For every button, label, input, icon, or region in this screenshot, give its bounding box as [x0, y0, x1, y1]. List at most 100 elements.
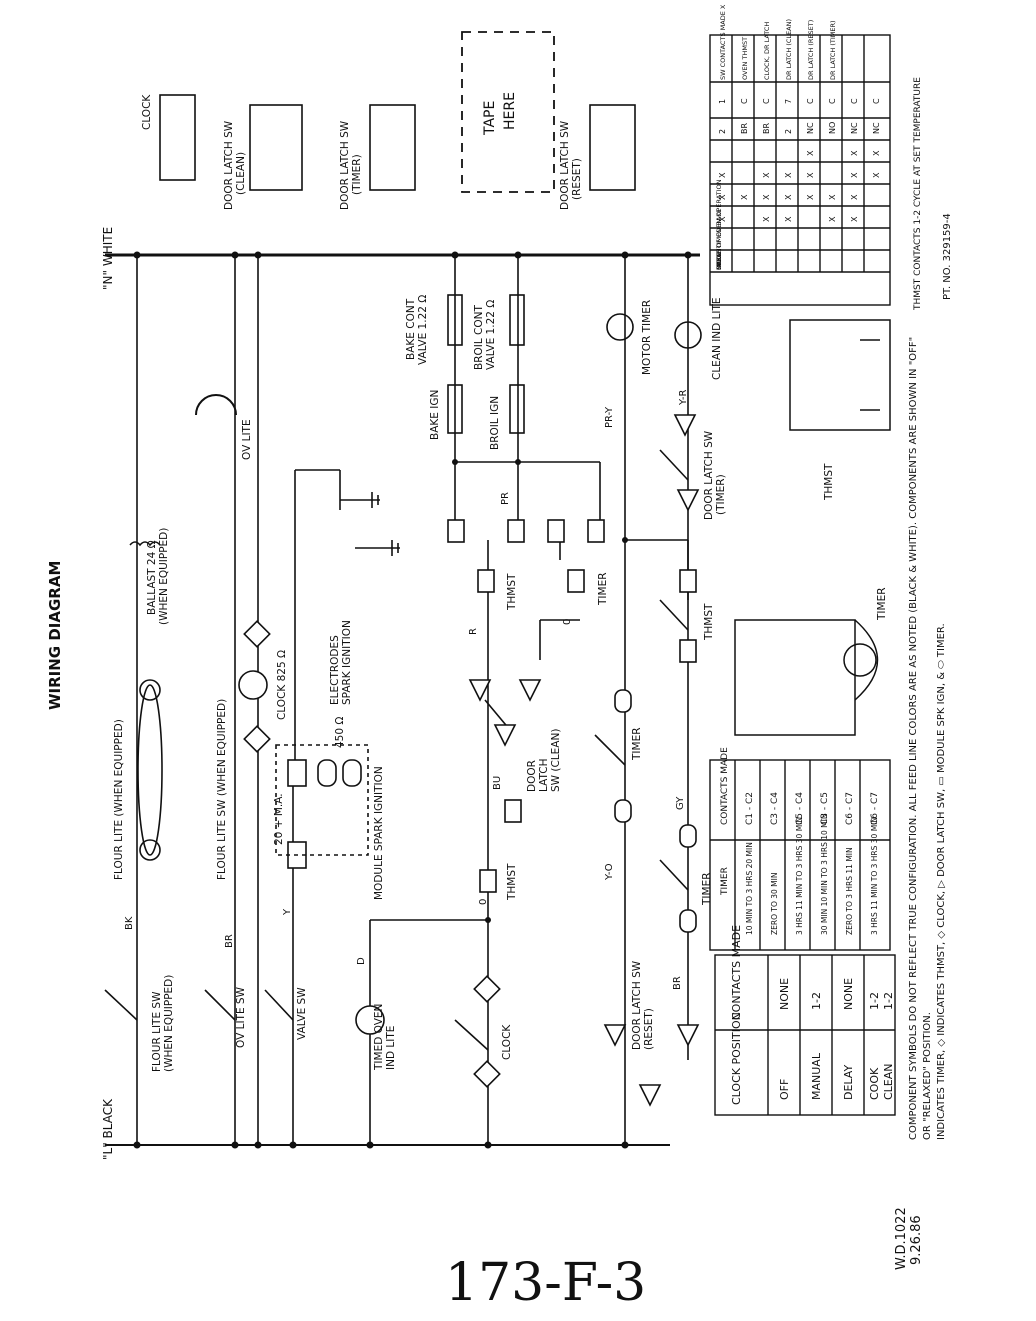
clean-ind-lite-label: CLEAN IND LITE — [711, 297, 723, 380]
thmst1-label: THMST — [506, 863, 518, 901]
door-latch-timer-switch — [659, 449, 689, 481]
sw-table-subheader: C — [762, 98, 771, 104]
tape-here-box — [461, 31, 555, 193]
timer-row2-contacts: C3 - C4 — [770, 792, 780, 825]
wire-0: 0 — [478, 899, 489, 905]
valve-switch — [264, 989, 294, 1021]
rails — [105, 253, 700, 1146]
sw-table-cell: X — [762, 194, 771, 200]
timer-row6-time: 3 HRS 11 MIN TO 3 HRS 30 MIN — [870, 817, 879, 935]
l-rail-label: "L" BLACK — [101, 1098, 115, 1160]
sw-table-cell: X — [718, 172, 727, 178]
sw-table-subheader: C — [740, 98, 749, 104]
note-3: INDICATES TIMER, ◇ INDICATES THMST, ◇ CL… — [936, 623, 947, 1140]
module-spark-label: MODULE SPARK IGNITION — [373, 766, 385, 900]
sw-table-header: CLOCK, DR LATCH — [763, 22, 771, 80]
door-latch-clean-top-2: (CLEAN) — [235, 152, 247, 195]
clock-table-grid — [714, 954, 896, 1116]
wire-r: R — [468, 628, 479, 635]
sw-table-cell: BR — [762, 123, 771, 134]
bake-valve-label-2: VALVE 1.22 Ω — [417, 295, 429, 365]
timer-c3-label: TIMER — [597, 573, 609, 607]
timed-oven-label: TIMED OVEN — [373, 1004, 385, 1071]
door-latch-clean-label: DOOR — [526, 760, 538, 792]
note-1: COMPONENT SYMBOLS DO NOT REFLECT TRUE CO… — [908, 337, 919, 1140]
sw-table-cell: X — [718, 216, 727, 222]
sw-table-subheader: C — [828, 98, 837, 104]
clock-delay-contacts: NONE — [842, 978, 855, 1010]
sw-table-cell: BROIL TIMED BAKE — [715, 208, 723, 270]
sw-table-cell: NC — [872, 122, 881, 134]
sw-table-cell: X — [828, 216, 837, 222]
clock-cook-contacts: 1-2 — [868, 992, 881, 1010]
ov-lite-sw-label: OV LITE SW — [235, 986, 247, 1048]
clock-contacts — [243, 620, 501, 1088]
timer-table-grid — [709, 759, 891, 951]
timer-c1-label: TIMER — [631, 728, 643, 762]
tape-label-2: HERE — [502, 92, 518, 130]
broil-valve-label: BROIL CONT — [473, 305, 485, 370]
valve-sw-label: VALVE SW — [296, 987, 308, 1040]
thmst-switch — [659, 599, 689, 631]
timer-block-label: TIMER — [876, 588, 888, 622]
note-2: OR "RELAXED" POSITION. — [922, 1012, 933, 1140]
wd-date: 9.26.86 — [909, 1215, 924, 1265]
clock-table-text: CLOCK POSITION CONTACTS MADE OFF NONE MA… — [730, 925, 895, 1105]
thmst-block-label: THMST — [823, 463, 835, 501]
wire-gy: GY — [675, 796, 686, 810]
sw-table-cell: X — [872, 172, 881, 178]
wire-pry: PR-Y — [604, 406, 615, 428]
timer-row5-time: ZERO TO 3 HRS 11 MIN — [845, 847, 854, 935]
wire-0-2: 0 — [562, 619, 573, 625]
nodes — [133, 251, 692, 1149]
control-boxes — [447, 414, 700, 1107]
sw-table-subheader: 7 — [784, 99, 793, 104]
sw-table-cell: NO — [828, 122, 837, 134]
ma-label: 20 + M.A. — [273, 793, 285, 845]
floor-lite-sw-label: FLOUR LITE SW — [151, 991, 163, 1072]
timer-table-text: TIMER CONTACTS MADE 10 MIN TO 3 HRS 20 M… — [720, 747, 880, 935]
clock-cook: COOK — [868, 1067, 881, 1100]
sw-table-cell: X — [784, 194, 793, 200]
floor-lite-switch — [104, 989, 138, 1021]
timer-contacts-header: CONTACTS MADE — [720, 747, 730, 825]
electrodes-label-2: SPARK IGNITION — [341, 620, 353, 705]
wire-y: Y — [282, 908, 293, 916]
door-latch-timer-top-2: (TIMER) — [351, 154, 363, 195]
sw-table-cell: NC — [850, 122, 859, 134]
timer-c6-switch — [659, 859, 689, 891]
timed-oven-label-2: IND LITE — [385, 1026, 397, 1070]
clock-off: OFF — [778, 1079, 791, 1100]
r450-label: 450 Ω — [334, 717, 346, 748]
sw-table-cell: X — [762, 172, 771, 178]
timer-row5-contacts: C6 - C7 — [845, 792, 855, 825]
top-door-latch-switches — [159, 94, 636, 191]
sw-table-subheader: C — [850, 98, 859, 104]
timer-row4-time: 30 MIN 10 MIN TO 3 HRS 10 MIN — [820, 814, 829, 935]
door-latch-reset-top-2: (RESET) — [571, 158, 583, 200]
timer-row2-time: ZERO TO 30 MIN — [770, 873, 779, 935]
timed-oven-ind-lite — [355, 1005, 385, 1035]
tape-label-1: TAPE — [482, 101, 498, 136]
wire-bu: BU — [492, 776, 503, 790]
timer-header: TIMER — [720, 867, 730, 896]
thermostat-block — [789, 319, 891, 431]
floor-lite-tube — [137, 679, 163, 861]
timer-c1-switch — [594, 734, 626, 766]
grounds — [340, 492, 400, 556]
thmst2-label: THMST — [506, 573, 518, 611]
door-latch-reset-top: DOOR LATCH SW — [559, 120, 571, 210]
clock-motor-label: CLOCK 825 Ω — [276, 650, 288, 720]
sw-table-cell: X — [828, 194, 837, 200]
ov-lite-bulb — [195, 394, 237, 416]
door-latch-clean-label-2: LATCH — [538, 759, 550, 792]
ov-lite-switch — [204, 989, 236, 1021]
clock-manual-contacts: 1-2 — [810, 992, 823, 1010]
sw-table-cell: 2 — [718, 129, 727, 134]
electrodes-label: ELECTRODES — [329, 635, 341, 705]
sw-table-cell: BR — [740, 123, 749, 134]
sw-table-cell: CLEAN — [715, 248, 723, 270]
clock-clean: CLEAN — [882, 1063, 895, 1100]
clock-position-header: CLOCK POSITION — [730, 1012, 743, 1105]
